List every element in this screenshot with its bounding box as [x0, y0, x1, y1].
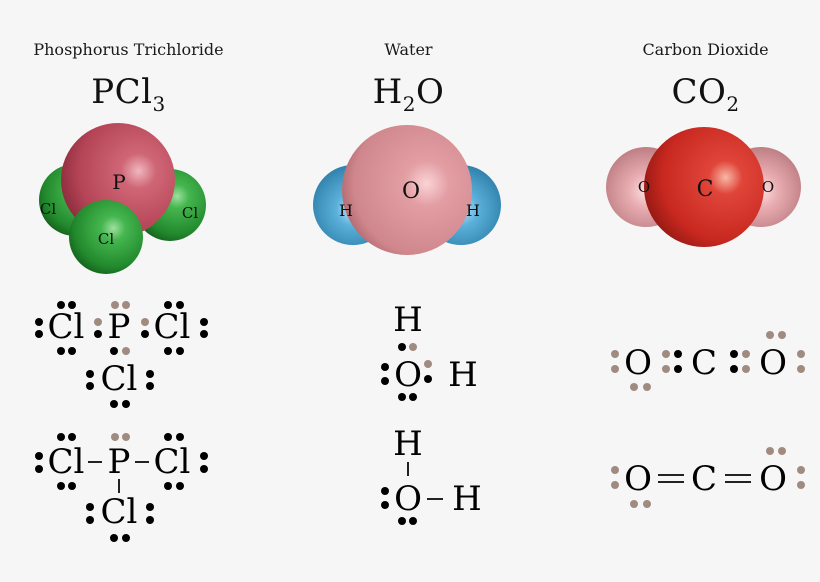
double-bond: [658, 481, 684, 483]
svg-text:Cl: Cl: [40, 200, 56, 218]
atom-symbol: O: [759, 459, 787, 499]
space-filling-model: P Cl Cl Cl: [39, 123, 206, 274]
molecule-formula: CO2: [671, 72, 740, 116]
svg-text:P: P: [112, 170, 125, 194]
atom-symbol: H: [393, 300, 423, 340]
molecule-co2: Carbon Dioxide CO2 C O O O C O: [547, 0, 820, 582]
atom-symbol: Cl: [47, 307, 85, 347]
molecule-name: Phosphorus Trichloride: [33, 40, 224, 59]
svg-text:Cl: Cl: [182, 204, 198, 222]
molecule-formula: H2O: [372, 72, 445, 116]
atom-symbol: H: [452, 479, 482, 519]
svg-text:H: H: [466, 201, 480, 220]
carbon-atom: [644, 127, 764, 247]
chlorine-atom-front: [69, 200, 143, 274]
atom-symbol: O: [624, 343, 652, 383]
space-filling-model: C O O: [606, 127, 801, 247]
svg-text:O: O: [638, 178, 650, 196]
atom-symbol: C: [690, 459, 717, 499]
molecule-formula: PCl3: [91, 72, 166, 116]
double-bond: [658, 474, 684, 476]
svg-text:O: O: [762, 178, 774, 196]
svg-text:C: C: [697, 177, 714, 202]
atom-symbol: Cl: [100, 492, 138, 532]
svg-text:O: O: [402, 179, 420, 204]
molecule-h2o: Water H2O O H H H O H: [273, 0, 546, 582]
atom-symbol: H: [448, 355, 478, 395]
atom-symbol: Cl: [47, 442, 85, 482]
single-bond: [427, 498, 443, 500]
svg-text:Cl: Cl: [98, 230, 114, 248]
double-bond: [725, 481, 751, 483]
atom-symbol: Cl: [153, 307, 191, 347]
atom-symbol: P: [107, 442, 131, 482]
atom-symbol: O: [759, 343, 787, 383]
oxygen-atom: [342, 125, 472, 255]
single-bond: [407, 462, 409, 476]
molecule-pcl3: Phosphorus Trichloride PCl3 P Cl Cl Cl: [0, 0, 273, 582]
atom-symbol: Cl: [153, 442, 191, 482]
atom-symbol: C: [690, 343, 717, 383]
atom-symbol: O: [394, 479, 422, 519]
svg-text:H: H: [339, 201, 353, 220]
atom-symbol: Cl: [100, 359, 138, 399]
space-filling-model: O H H: [313, 125, 501, 255]
atom-symbol: O: [624, 459, 652, 499]
double-bond: [725, 474, 751, 476]
molecule-name: Water: [384, 40, 433, 59]
single-bond: [135, 461, 149, 463]
atom-symbol: O: [394, 355, 422, 395]
molecule-name: Carbon Dioxide: [642, 40, 769, 59]
atom-symbol: H: [393, 424, 423, 464]
single-bond: [88, 461, 102, 463]
single-bond: [118, 479, 120, 493]
atom-symbol: P: [107, 307, 131, 347]
